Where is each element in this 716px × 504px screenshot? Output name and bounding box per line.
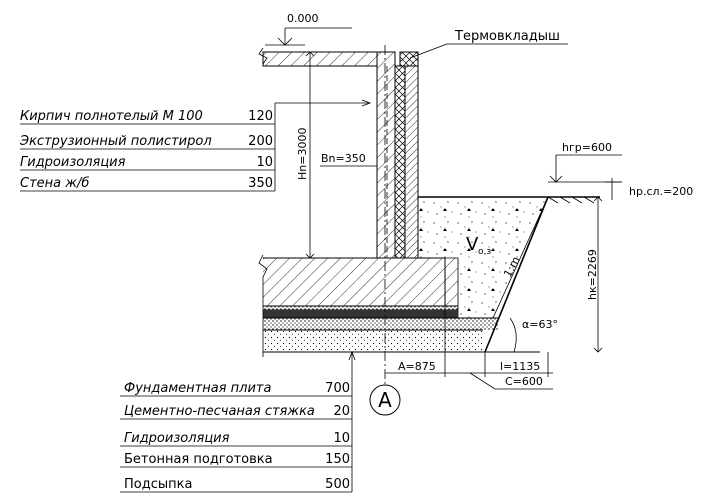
wall-layer-2-value: 200 — [248, 134, 273, 149]
foundation-edge — [418, 257, 446, 306]
dim-hk: hк=2269 — [586, 249, 599, 300]
wall-layer-1-value: 120 — [248, 109, 273, 124]
concrete-prep — [263, 318, 498, 330]
subbase-layer — [263, 330, 483, 352]
waterproofing-layer — [263, 310, 458, 318]
volume-sub: о.з — [478, 247, 491, 257]
slab-layer-4-value: 150 — [325, 452, 350, 467]
dim-hrsl: hр.сл.=200 — [629, 185, 693, 198]
slab-layer-2-value: 20 — [333, 404, 350, 419]
level-mark: 0.000 — [287, 12, 319, 25]
slab-layer-1-value: 700 — [325, 381, 350, 396]
dim-c: C=600 — [505, 375, 543, 388]
insulation-layer — [395, 66, 405, 258]
foundation-slab — [263, 258, 458, 306]
thermo-insert-outline — [399, 51, 419, 67]
dim-hgr: hгр=600 — [562, 141, 612, 154]
dim-alpha: α=63° — [522, 318, 558, 331]
floor-slab — [263, 52, 377, 66]
concrete-wall — [377, 52, 395, 258]
excavation-slope — [484, 196, 549, 353]
wall-layer-3-value: 10 — [256, 155, 273, 170]
slab-layer-1-name: Фундаментная плита — [124, 381, 271, 396]
slab-layer-4-name: Бетонная подготовка — [124, 452, 273, 467]
thermo-insert-label: Термовкладыш — [454, 29, 560, 44]
axis-bubble — [369, 384, 401, 416]
wall-layer-4-name: Стена ж/б — [20, 176, 89, 191]
volume-label: V — [466, 234, 479, 255]
thermo-insert — [400, 52, 418, 66]
dim-hn: Hn=3000 — [296, 128, 309, 180]
slab-layer-2-name: Цементно-песчаная стяжка — [124, 404, 315, 419]
wall-layer-1-name: Кирпич полнотелый М 100 — [20, 109, 203, 124]
slab-layer-5-name: Подсыпка — [124, 477, 192, 492]
slab-layer-3-value: 10 — [333, 431, 350, 446]
wall-layer-4-value: 350 — [248, 176, 273, 191]
slab-layer-3-name: Гидроизоляция — [124, 431, 230, 446]
dim-l: l=1135 — [500, 360, 540, 373]
axis-label: A — [378, 388, 392, 412]
brick-layer — [405, 66, 418, 258]
backfill-soil — [418, 197, 548, 318]
wall-layer-2-name: Экструзионный полистирол — [19, 134, 212, 149]
wall-layer-3-name: Гидроизоляция — [20, 155, 126, 170]
slab-layer-5-value: 500 — [325, 477, 350, 492]
dim-bn: Bn=350 — [321, 152, 366, 165]
dim-a: A=875 — [398, 360, 436, 373]
